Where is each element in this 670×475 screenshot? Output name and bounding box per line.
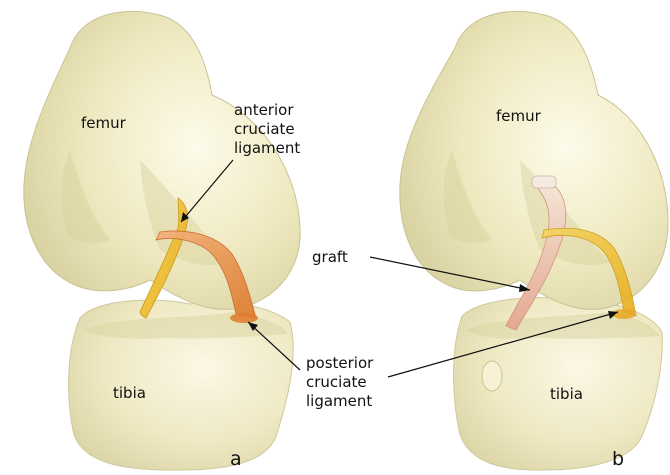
femur-bone-b xyxy=(400,11,668,309)
tibia-label-a: tibia xyxy=(113,384,146,402)
pcl-insertion-a xyxy=(230,313,258,323)
panel-label-b: b xyxy=(612,448,624,470)
pcl-label-line3: ligament xyxy=(306,392,372,410)
graft-end-cap-b xyxy=(532,176,556,188)
tibia-tunnel-b xyxy=(482,361,502,391)
tibia-label-b: tibia xyxy=(550,385,583,403)
panel-label-a: a xyxy=(230,448,242,470)
acl-label-line3: ligament xyxy=(234,139,300,157)
pcl-label-line1: posterior xyxy=(306,354,374,372)
femur-label-a: femur xyxy=(81,114,127,132)
graft-label: graft xyxy=(312,248,348,266)
pcl-label-line2: cruciate xyxy=(306,373,367,391)
acl-label-line1: anterior xyxy=(234,101,294,119)
femur-label-b: femur xyxy=(496,107,542,125)
panel-a: femur tibia anterior cruciate ligament p… xyxy=(24,11,374,470)
acl-label-line2: cruciate xyxy=(234,120,295,138)
